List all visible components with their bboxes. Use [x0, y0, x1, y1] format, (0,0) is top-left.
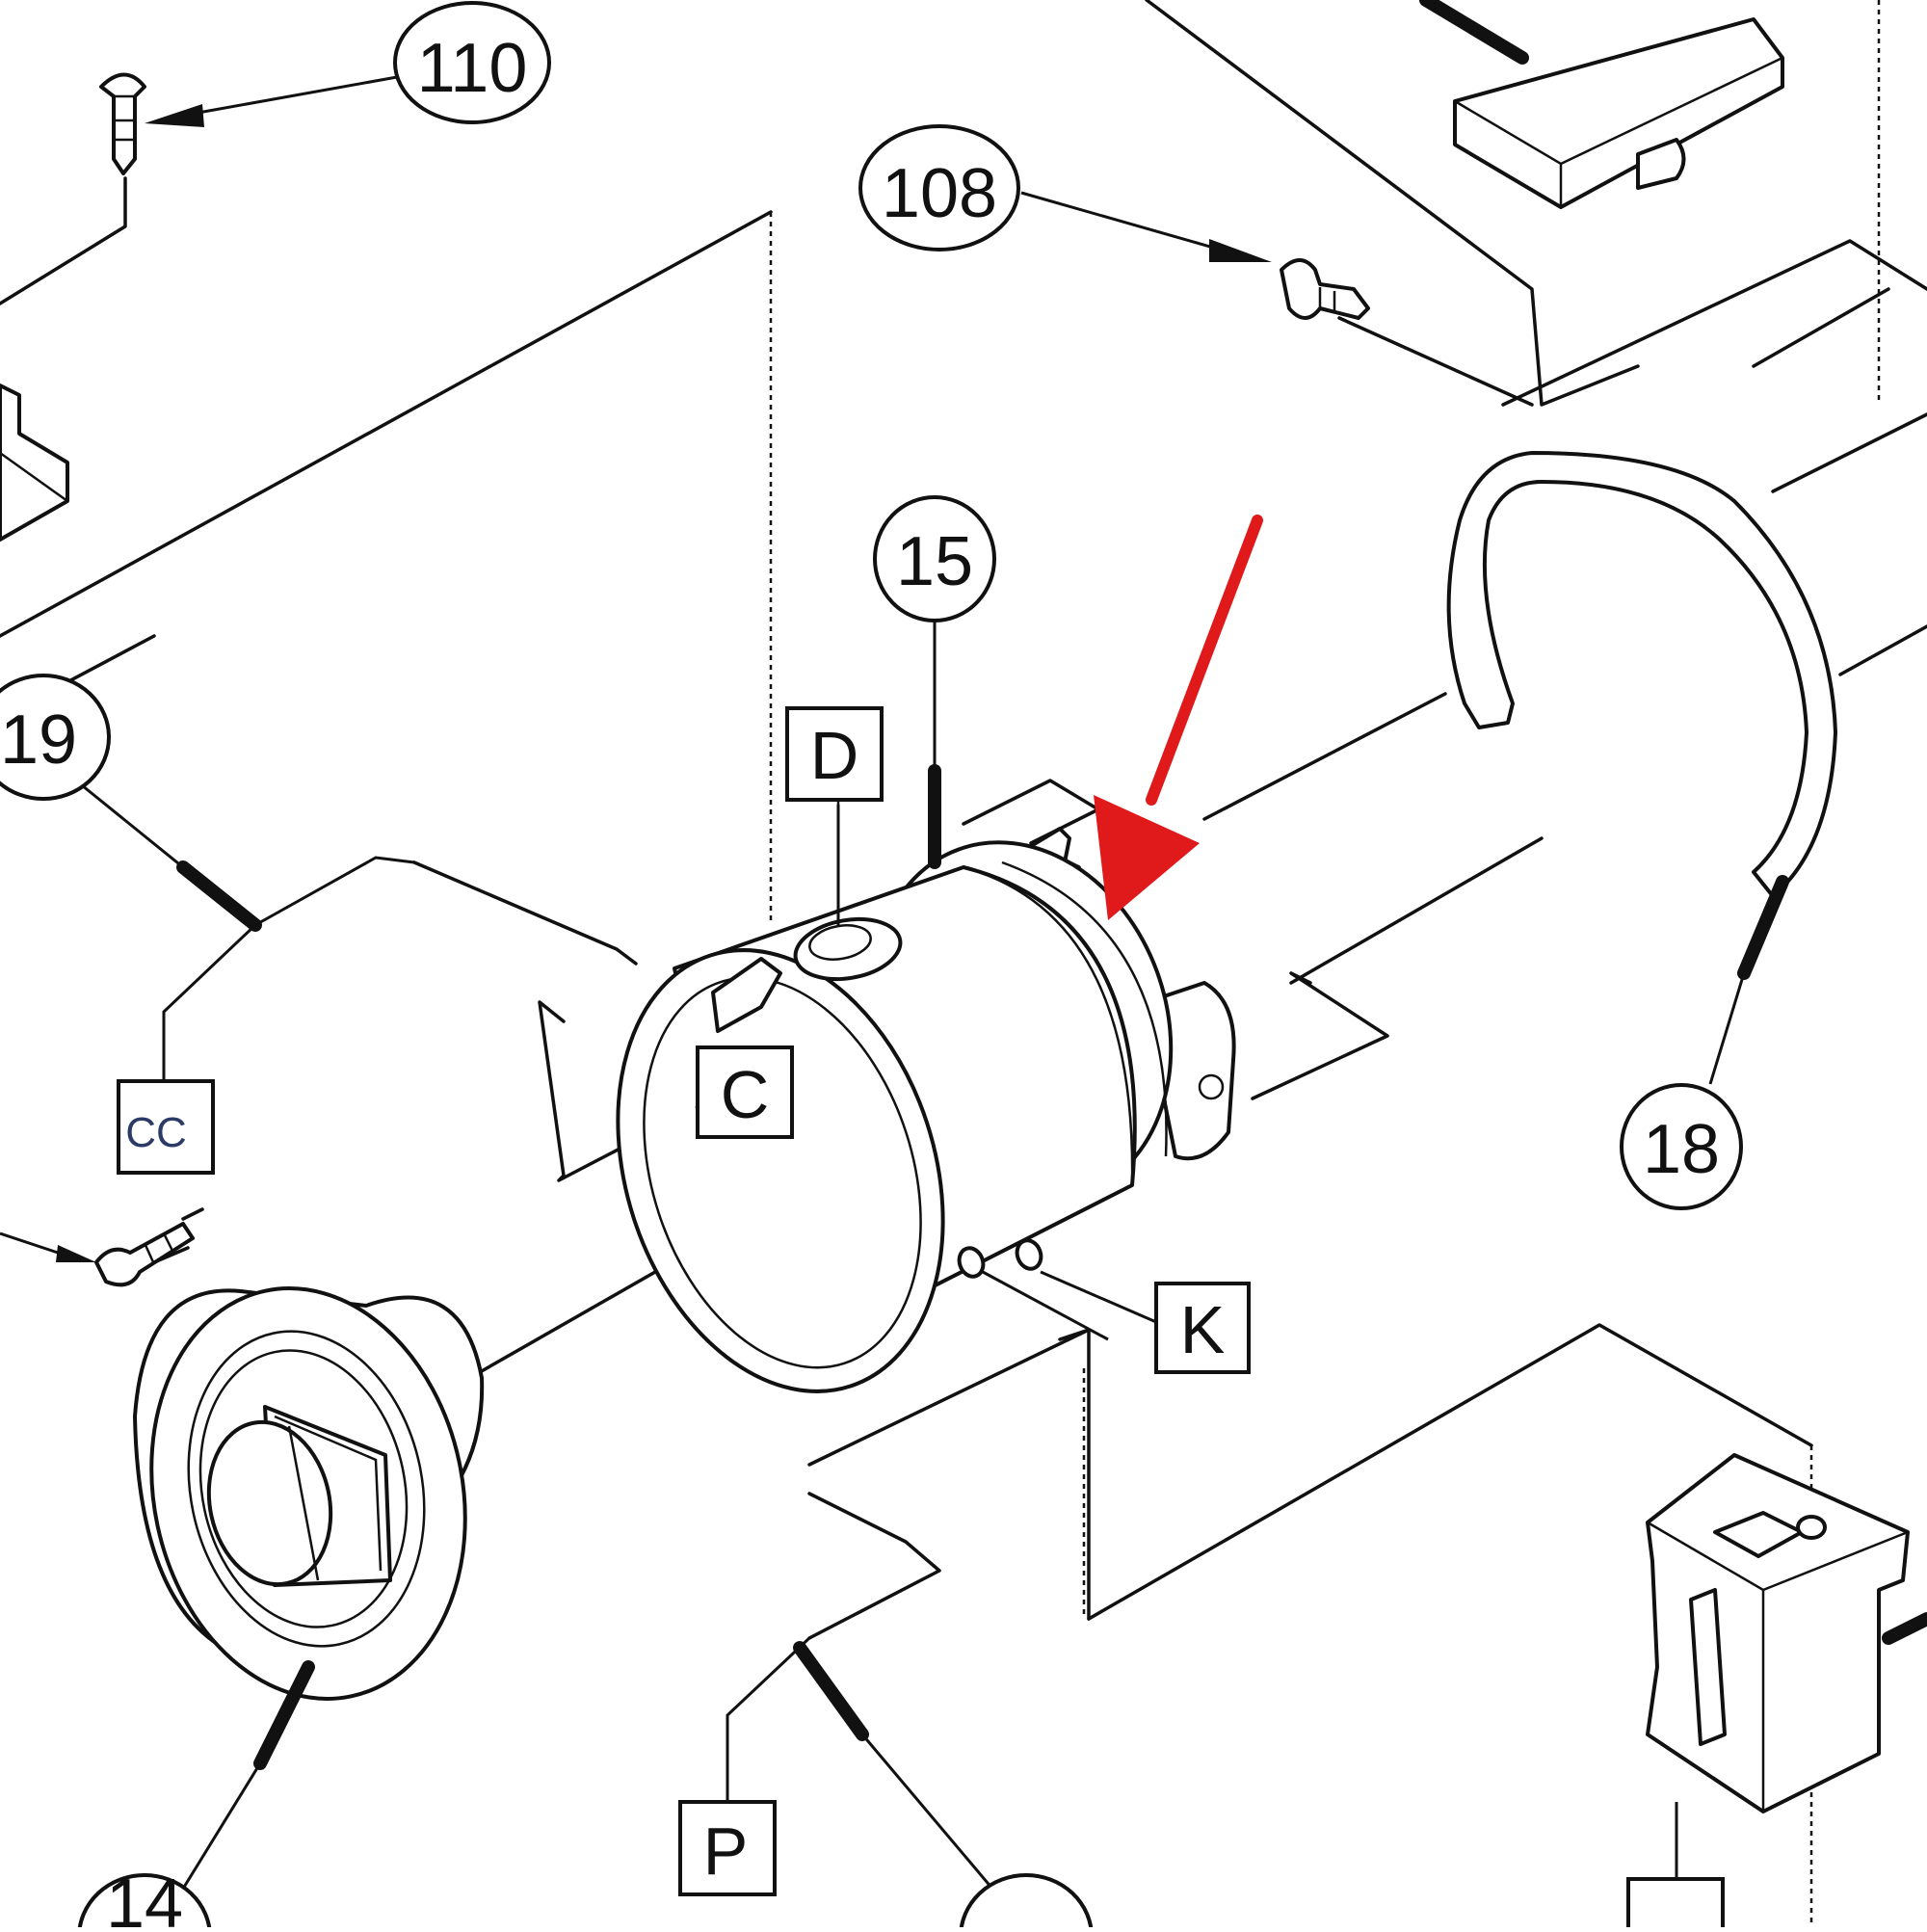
callout-14: 14	[77, 1866, 212, 1932]
screw-small-left	[0, 1222, 195, 1287]
right-bracket	[1646, 1453, 1927, 1813]
svg-text:D: D	[810, 718, 859, 793]
svg-text:K: K	[1180, 1292, 1226, 1367]
callout-19: 19	[0, 674, 111, 801]
red-pointer-arrow	[1094, 515, 1263, 920]
top-left-plate	[0, 384, 69, 542]
svg-text:108: 108	[882, 155, 997, 232]
ref-label-D: D	[785, 706, 884, 802]
svg-text:18: 18	[1643, 1111, 1720, 1188]
callout-18: 18	[1620, 1083, 1743, 1210]
ref-label-partial-bottom-right	[1626, 1877, 1725, 1932]
leader-14	[181, 1660, 315, 1890]
retaining-ring-18	[1446, 451, 1837, 898]
svg-text:15: 15	[896, 523, 973, 600]
ref-label-P: P	[678, 1800, 777, 1896]
ref-label-C: C	[696, 1045, 794, 1139]
ref-label-K: K	[1154, 1282, 1251, 1374]
end-cap-14	[133, 1286, 485, 1701]
top-right-block	[1419, 0, 1784, 209]
housing-cylinder	[616, 827, 1236, 1393]
svg-text:19: 19	[0, 701, 77, 779]
leader-18	[1708, 875, 1789, 1085]
svg-text:P: P	[703, 1813, 749, 1889]
ref-label-CC: CC	[117, 1079, 215, 1175]
callout-unlabeled-bottom	[959, 1873, 1094, 1932]
callout-110: 110	[393, 1, 551, 124]
leader-P	[726, 1636, 994, 1890]
svg-text:C: C	[721, 1057, 770, 1132]
svg-text:14: 14	[106, 1866, 183, 1927]
screw-110	[99, 72, 146, 175]
leader-19	[81, 783, 415, 1084]
callout-15: 15	[873, 495, 996, 622]
svg-text:110: 110	[417, 30, 528, 107]
callout-108: 108	[858, 124, 1020, 251]
screw-108	[1280, 258, 1370, 320]
svg-text:CC: CC	[125, 1109, 187, 1156]
